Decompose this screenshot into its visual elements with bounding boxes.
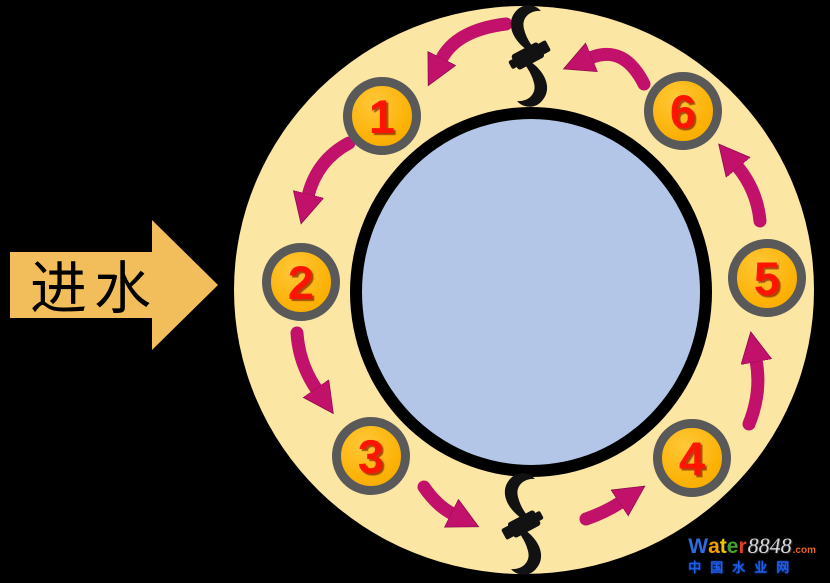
station-number-6: 6: [669, 84, 697, 138]
brand-number: 8848: [747, 533, 792, 559]
station-number-1: 1: [368, 89, 396, 143]
inlet-arrow: [10, 220, 218, 350]
station-badge-5: 5: [728, 239, 806, 317]
station-number-4: 4: [678, 431, 706, 485]
site-watermark: W a t e r 8848 .com 中国水业网: [688, 534, 816, 575]
station-badge-6: 6: [644, 72, 722, 150]
flow-arrow-5-6: [737, 166, 767, 228]
flow-arrow-bottom-right: [579, 502, 621, 526]
brand-letter: r: [738, 535, 747, 559]
flow-arrow-top-right: [590, 54, 651, 91]
center-circle: [362, 119, 700, 465]
station-badge-3: 3: [332, 417, 410, 495]
station-number-5: 5: [753, 251, 781, 305]
station-number-2: 2: [287, 255, 315, 309]
station-number-3: 3: [357, 429, 385, 483]
flow-arrow-1-2: [308, 136, 356, 196]
flow-arrow-top-left: [441, 17, 513, 60]
flow-arrow-2-3: [290, 326, 317, 390]
inlet-label: 进水: [30, 258, 158, 321]
station-badge-1: 1: [343, 77, 421, 155]
brand-letter: a: [708, 535, 720, 559]
flow-arrow-4-5: [749, 360, 758, 431]
flow-arrow-bottom-left: [417, 480, 453, 514]
watermark-tagline: 中国水业网: [688, 560, 799, 576]
brand-letter: W: [688, 535, 709, 559]
brand-letter: e: [726, 535, 739, 559]
watermark-brand: W a t e r 8848 .com: [688, 534, 816, 558]
brand-letter: t: [719, 535, 727, 559]
station-badge-4: 4: [653, 419, 731, 497]
brand-tld: .com: [792, 545, 816, 557]
station-badge-2: 2: [262, 243, 340, 321]
